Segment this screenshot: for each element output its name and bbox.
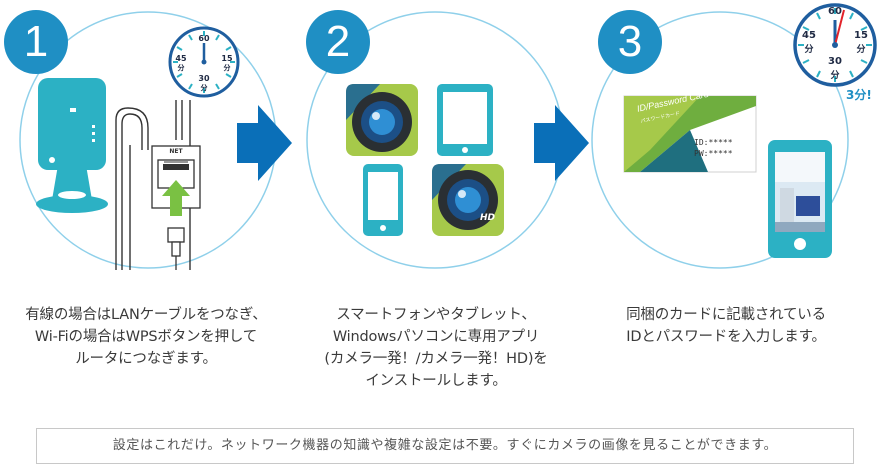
- clock-label-45: 45: [175, 54, 187, 63]
- step-1-badge: [4, 10, 68, 74]
- clock-label-unit: 分: [200, 84, 208, 92]
- clock-label-15: 15: [221, 54, 233, 63]
- smartphone-icon: [768, 140, 832, 258]
- app-icon-camera: [346, 84, 418, 156]
- arrow-icon: [534, 105, 589, 181]
- clock-label-45: 45: [802, 30, 816, 41]
- step-1-number: 1: [23, 17, 49, 66]
- lan-plug-icon: [167, 227, 185, 270]
- clock-label-unit: 分: [830, 71, 840, 81]
- clock-label-unit: 分: [804, 45, 814, 55]
- clock-icon: [168, 26, 240, 98]
- plug-arrow-icon: [162, 180, 190, 216]
- step-1-caption: 有線の場合はLANケーブルをつなぎ、 Wi-Fiの場合はWPSボタンを押して ル…: [25, 307, 267, 367]
- clock-icon: [793, 3, 877, 87]
- step-3-badge: [598, 10, 662, 74]
- tablet-icon: [437, 84, 493, 156]
- step-3-circle: [591, 11, 849, 269]
- app-icon-camera-hd: [432, 164, 504, 236]
- port-label: NET: [169, 148, 183, 155]
- clock-label-unit: 分: [856, 45, 866, 55]
- step-2-badge: [306, 10, 370, 74]
- step-3-caption: 同梱のカードに記載されている IDとパスワードを入力します。: [626, 307, 826, 345]
- clock-label-15: 15: [854, 30, 868, 41]
- arrow-icon: [237, 105, 292, 181]
- smartphone-icon: [363, 164, 403, 236]
- footer-note: 設定はこれだけ。ネットワーク機器の知識や複雑な設定は不要。すぐにカメラの画像を見…: [36, 428, 854, 464]
- step-3-number: 3: [617, 17, 643, 66]
- clock-label-30: 30: [198, 74, 210, 83]
- three-minutes-label: 3分!: [846, 88, 872, 102]
- card-pw-line: PW:*****: [694, 149, 733, 158]
- camera-icon: [36, 78, 108, 213]
- clock-label-30: 30: [828, 56, 842, 67]
- id-password-card: [623, 95, 757, 173]
- step-2-number: 2: [325, 17, 351, 66]
- clock-label-unit: 分: [177, 64, 185, 72]
- step-2-caption: スマートフォンやタブレット、 Windowsパソコンに専用アプリ (カメラ一発！…: [324, 307, 548, 389]
- clock-label-60: 60: [828, 6, 842, 17]
- card-id-line: ID:*****: [694, 138, 733, 147]
- clock-label-60: 60: [198, 34, 210, 43]
- hd-badge: HD: [480, 213, 496, 223]
- clock-label-unit: 分: [223, 64, 231, 72]
